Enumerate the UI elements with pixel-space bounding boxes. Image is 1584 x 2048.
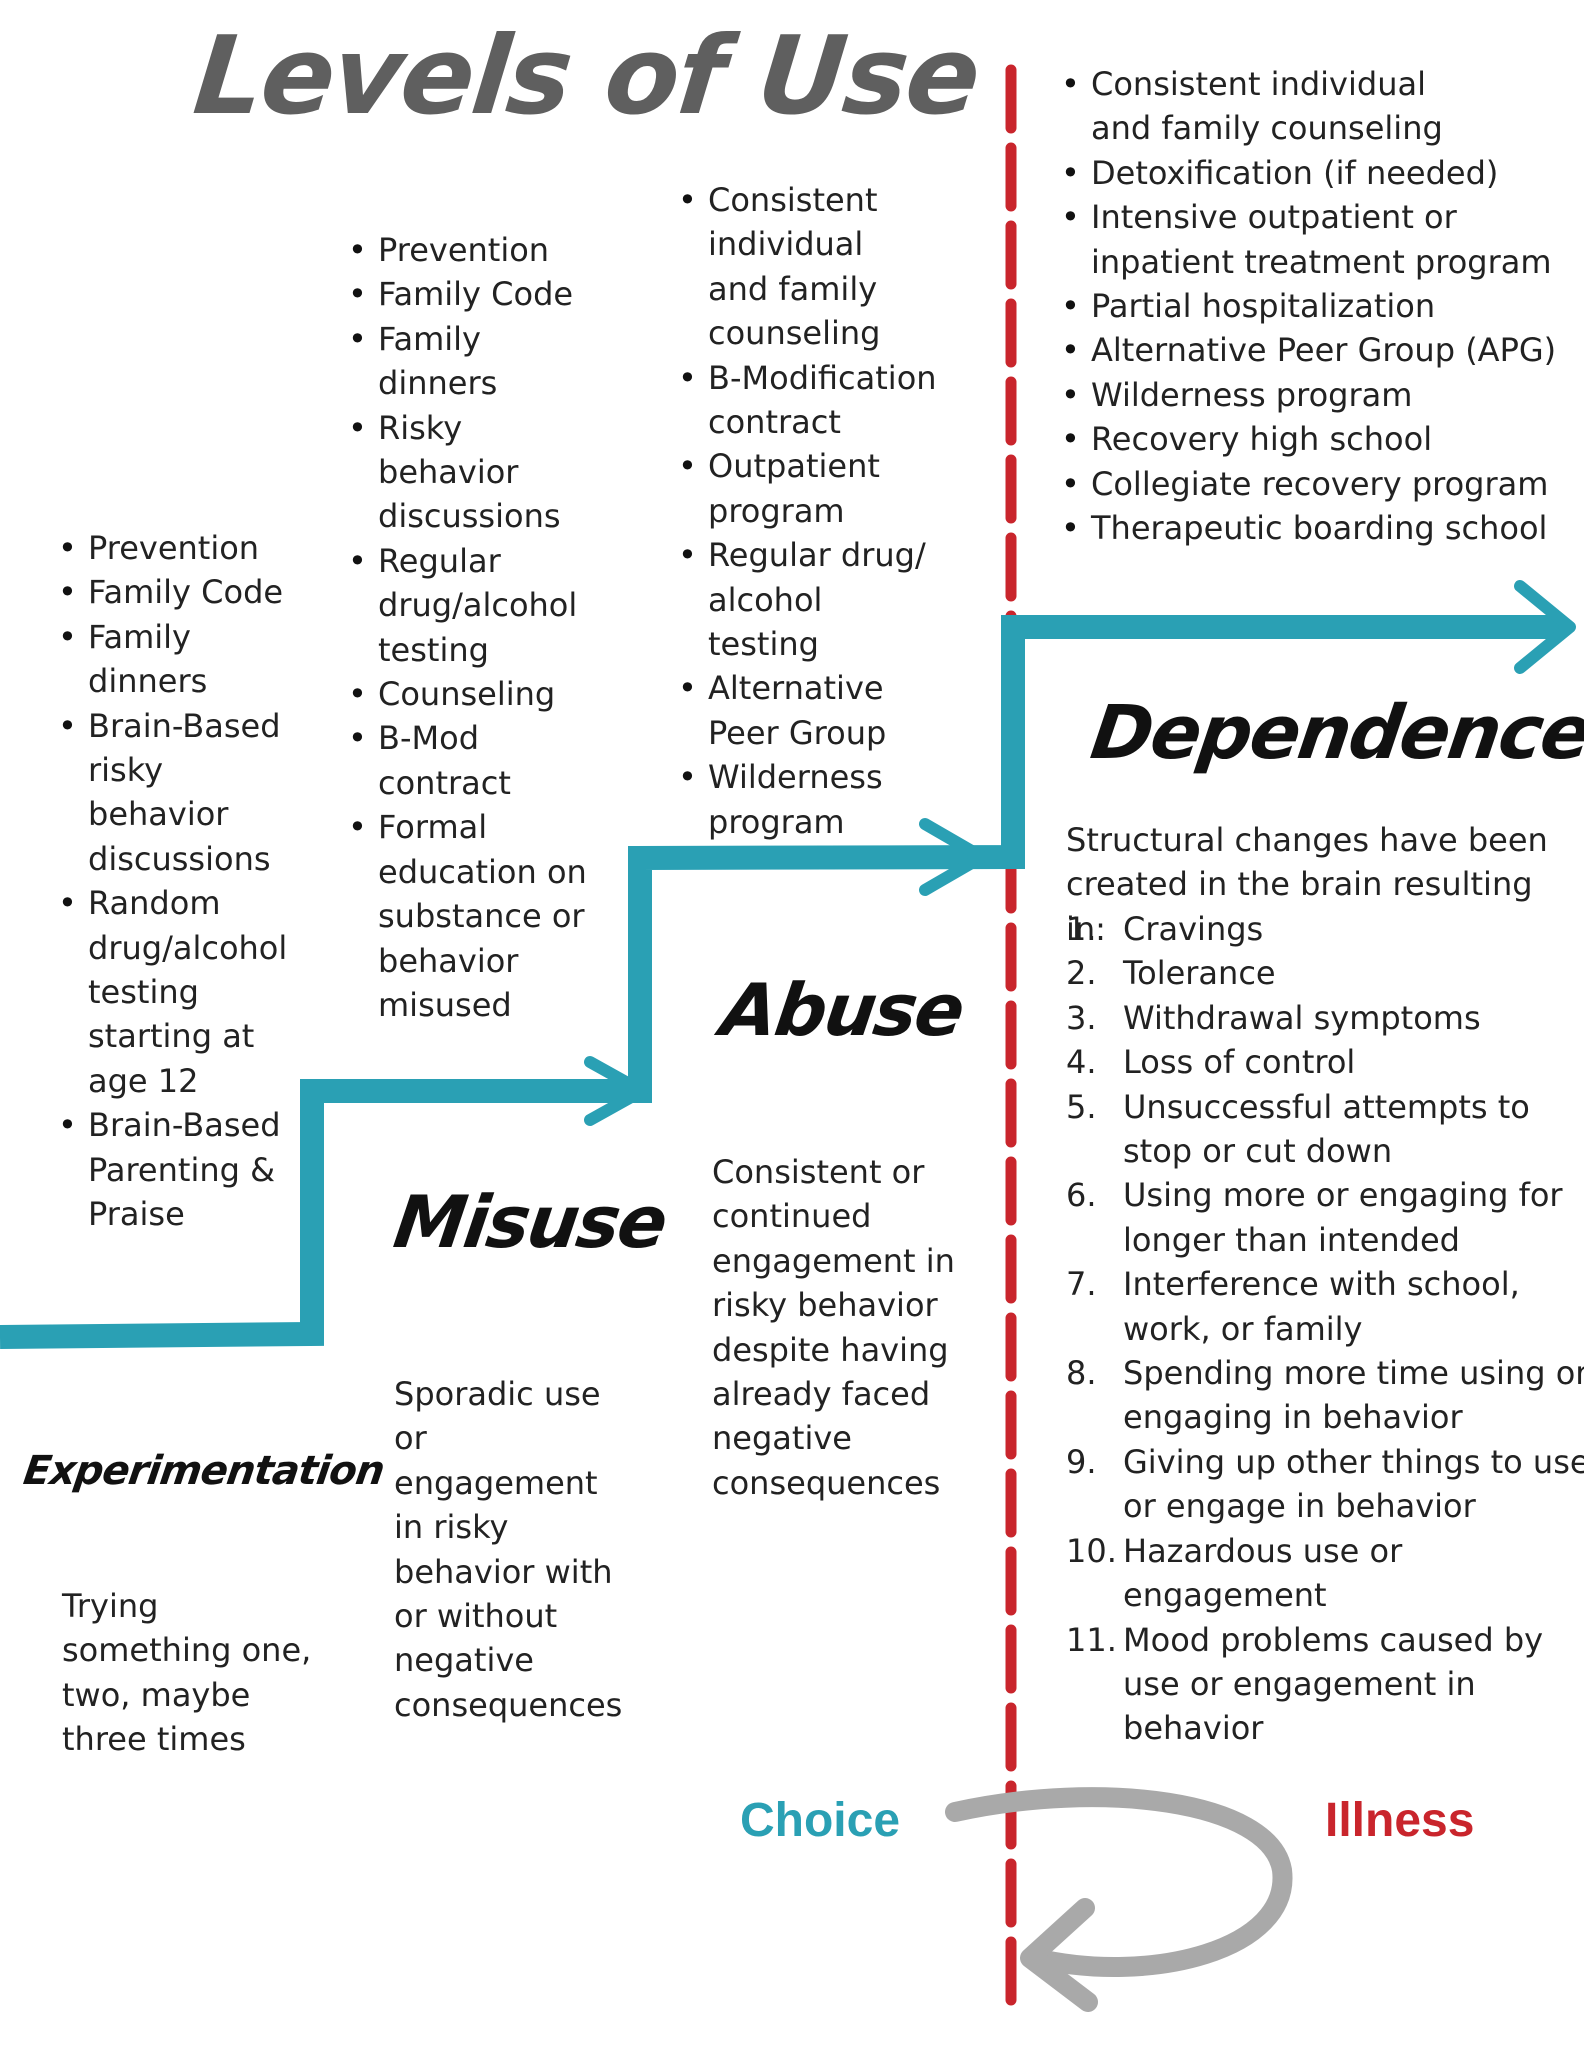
- list-item: Formal education on substance or behavio…: [348, 805, 593, 1027]
- list-item: 2.Tolerance: [1066, 954, 1276, 993]
- list-item: Random drug/alcohol testing starting at …: [58, 881, 298, 1103]
- dependence-interventions: Consistent individual and family counsel…: [1061, 62, 1584, 551]
- list-item: Consistent individual and family counsel…: [1061, 62, 1491, 151]
- list-item: Intensive outpatient or inpatient treatm…: [1061, 195, 1584, 284]
- list-item: Family Code: [348, 272, 623, 317]
- choice-label: Choice: [740, 1794, 901, 1847]
- abuse-description: Consistent or continued engagement in ri…: [712, 1153, 955, 1502]
- list-item: Wilderness program: [678, 755, 913, 844]
- stage-dependence: Dependence: [1085, 690, 1584, 776]
- list-item: B-Modification contract: [678, 356, 948, 445]
- list-item: 4.Loss of control: [1066, 1043, 1356, 1082]
- abuse-interventions: Consistent individual and family counsel…: [678, 178, 973, 844]
- dependence-symptoms: 1.Cravings 2.Tolerance 3.Withdrawal symp…: [1066, 907, 1584, 1751]
- page-title: Levels of Use: [188, 14, 985, 139]
- list-item: Alternative Peer Group (APG): [1061, 328, 1584, 373]
- list-item: Regular drug/alcohol testing: [348, 539, 578, 672]
- list-item: Family dinners: [58, 615, 253, 704]
- stage-experimentation: Experimentation: [20, 1448, 387, 1494]
- list-item: Wilderness program: [1061, 373, 1584, 418]
- list-item: Risky behavior discussions: [348, 406, 578, 539]
- return-arrowhead-icon: [1020, 1898, 1098, 2012]
- list-item: 3.Withdrawal symptoms: [1066, 998, 1481, 1037]
- list-item: 10.Hazardous use or engagement: [1066, 1531, 1403, 1615]
- list-item: Therapeutic boarding school: [1061, 506, 1584, 551]
- list-item: Outpatient program: [678, 444, 908, 533]
- list-item: Family dinners: [348, 317, 528, 406]
- list-item: Prevention: [58, 526, 343, 571]
- list-item: Family Code: [58, 570, 343, 615]
- list-item: 8.Spending more time using or engaging i…: [1066, 1354, 1584, 1437]
- list-item: 6.Using more or engaging for longer than…: [1066, 1176, 1563, 1259]
- misuse-description: Sporadic use or engagement in risky beha…: [394, 1375, 623, 1724]
- experimentation-description: Trying something one, two, maybe three t…: [62, 1587, 312, 1759]
- staircase-path: [0, 615, 1565, 1349]
- illness-label: Illness: [1325, 1794, 1475, 1847]
- list-item: B-Mod contract: [348, 716, 528, 805]
- list-item: Alternative Peer Group: [678, 666, 913, 755]
- list-item: Prevention: [348, 228, 623, 273]
- list-item: Collegiate recovery program: [1061, 462, 1584, 507]
- list-item: Consistent individual and family counsel…: [678, 178, 883, 356]
- list-item: 11.Mood problems caused by use or engage…: [1066, 1620, 1544, 1748]
- list-item: Counseling: [348, 672, 623, 717]
- list-item: 9.Giving up other things to use or engag…: [1066, 1442, 1584, 1526]
- list-item: Brain-Based Parenting & Praise: [58, 1103, 303, 1236]
- list-item: Recovery high school: [1061, 417, 1584, 462]
- list-item: Detoxification (if needed): [1061, 151, 1584, 196]
- experimentation-interventions: Prevention Family Code Family dinners Br…: [58, 526, 343, 1237]
- stage-misuse: Misuse: [389, 1180, 672, 1264]
- return-arrow-icon: [945, 1787, 1293, 1977]
- list-item: 5.Unsuccessful attempts to stop or cut d…: [1066, 1087, 1530, 1171]
- list-item: 7.Interference with school, work, or fam…: [1066, 1265, 1520, 1348]
- arrow-to-dependence-icon: [919, 818, 988, 896]
- arrow-right-icon: [1514, 580, 1576, 674]
- misuse-interventions: Prevention Family Code Family dinners Ri…: [348, 228, 623, 1027]
- stage-abuse: Abuse: [716, 968, 969, 1052]
- list-item: 1.Cravings: [1066, 910, 1264, 948]
- list-item: Brain-Based risky behavior discussions: [58, 704, 298, 882]
- arrow-to-abuse-icon: [584, 1056, 648, 1126]
- list-item: Regular drug/ alcohol testing: [678, 533, 943, 666]
- list-item: Partial hospitalization: [1061, 284, 1584, 329]
- dependence-description: Structural changes have been created in …: [1066, 821, 1548, 948]
